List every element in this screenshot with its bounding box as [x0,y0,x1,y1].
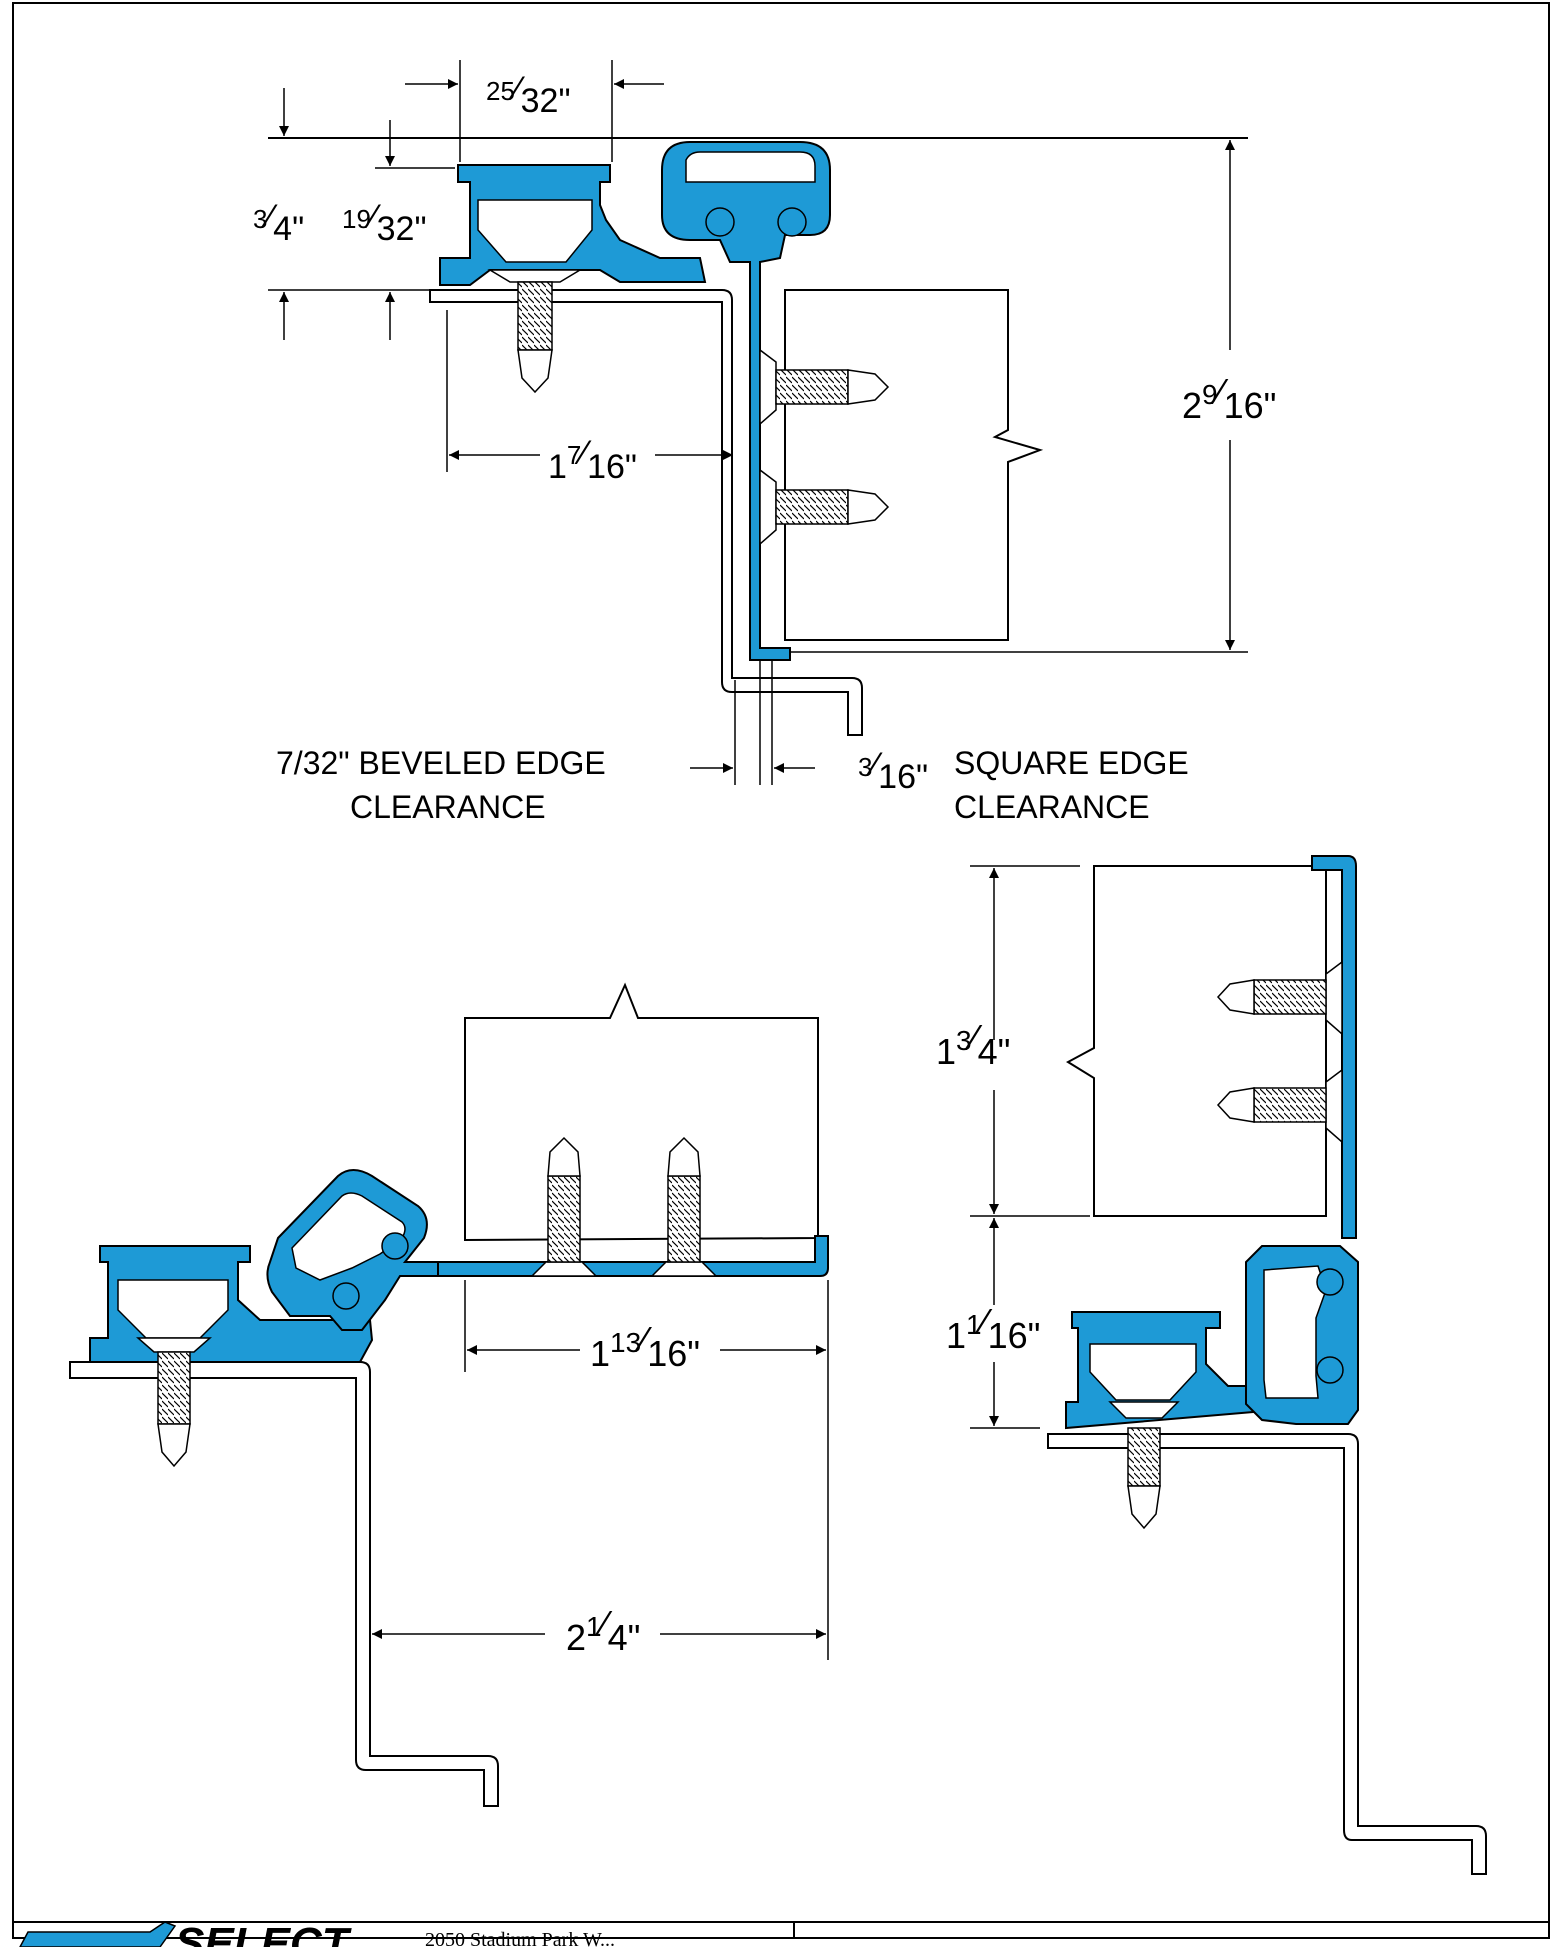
frame-outline-left [69,1361,499,1807]
sheet-border [12,2,1550,1939]
square-edge-label-2: CLEARANCE [954,789,1150,825]
door-outline-top [784,289,1044,641]
screw-right-door-1 [1216,960,1343,1036]
dim-top-width: 25⁄32" [486,70,571,120]
dim-square-clearance: 3⁄16" [858,746,928,796]
beveled-edge-label-1: 7/32" BEVELED EDGE [276,745,606,781]
screw-top-door-2 [759,468,890,546]
company-logo-mark [19,1921,177,1947]
dim-top-height-b: 19⁄32" [342,198,427,248]
company-logo-text: SELECT [175,1919,352,1947]
top-detail: 25⁄32" 3⁄4" 19⁄32" 17⁄16" 29⁄16" 3⁄16" 7… [253,60,1276,825]
left-detail: 113⁄16" 21⁄4" [69,982,829,1807]
screw-top-door-1 [759,348,890,426]
dim-right-hinge: 11⁄16" [946,1301,1040,1356]
dim-top-overall: 29⁄16" [1182,371,1276,426]
door-outline-left [464,982,819,1242]
dim-top-reach: 17⁄16" [548,434,637,486]
dim-left-overall: 21⁄4" [566,1603,640,1658]
screw-top-leaf [487,269,583,394]
hinge-door-leaf-left [437,1235,829,1277]
screw-left-frame [136,1337,212,1468]
screw-left-door-1 [530,1136,598,1277]
screw-left-door-2 [650,1136,718,1277]
screw-right-door-2 [1216,1068,1343,1144]
dim-top-height-a: 3⁄4" [253,198,304,248]
company-address: 2050 Stadium Park W... [425,1929,615,1947]
right-detail: 13⁄4" 11⁄16" [936,855,1487,1875]
square-edge-label-1: SQUARE EDGE [954,745,1189,781]
hinge-knuckle-top [661,141,831,661]
frame-outline-right [1047,1433,1487,1875]
dim-left-reach: 113⁄16" [590,1319,700,1374]
door-outline-right [1065,865,1327,1217]
dim-right-door: 13⁄4" [936,1017,1010,1072]
beveled-edge-label-2: CLEARANCE [350,789,546,825]
screw-right-frame [1108,1401,1180,1530]
frame-outline-top [429,289,863,736]
title-block: SELECT 2050 Stadium Park W... [13,1919,1549,1947]
